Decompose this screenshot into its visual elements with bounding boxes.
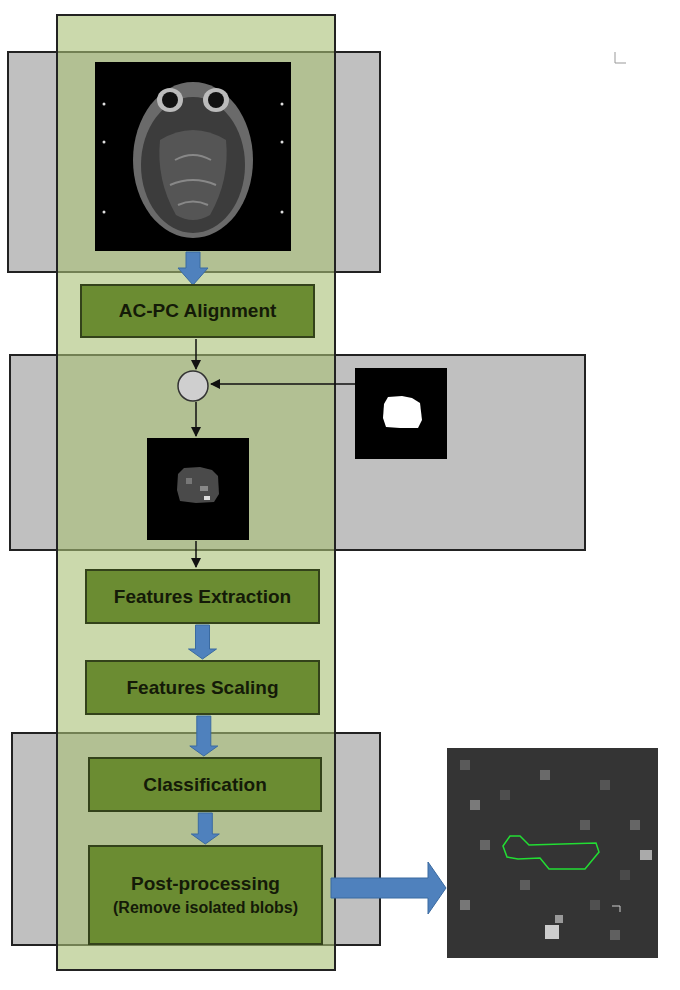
corner-mark: [615, 52, 626, 63]
block-arrow: [178, 252, 208, 285]
green-band: [57, 15, 335, 970]
step-label: AC-PC Alignment: [119, 300, 277, 322]
block-arrow: [191, 813, 219, 844]
masked-image: [147, 438, 249, 540]
mri-image: [95, 62, 291, 251]
combine-circle: [178, 371, 208, 401]
step-label: Classification: [143, 774, 267, 796]
process-box: Features Scaling: [85, 660, 320, 715]
mask-image: [355, 368, 447, 459]
step-label: Features Extraction: [114, 586, 291, 608]
block-arrow: [331, 862, 446, 914]
process-box: AC-PC Alignment: [80, 284, 315, 338]
block-arrow: [190, 716, 218, 756]
process-box: Classification: [88, 757, 322, 812]
block-arrow: [189, 625, 217, 659]
process-box: Post-processing (Remove isolated blobs): [88, 845, 323, 945]
process-box: Features Extraction: [85, 569, 320, 624]
step-note: (Remove isolated blobs): [113, 899, 298, 917]
arrow-line: [195, 339, 197, 369]
step-label: Post-processing: [131, 873, 280, 895]
arrow-line: [195, 541, 197, 567]
step-label: Features Scaling: [126, 677, 278, 699]
output-image: [447, 748, 658, 958]
arrow-line: [211, 383, 355, 385]
arrow-line: [195, 402, 197, 436]
